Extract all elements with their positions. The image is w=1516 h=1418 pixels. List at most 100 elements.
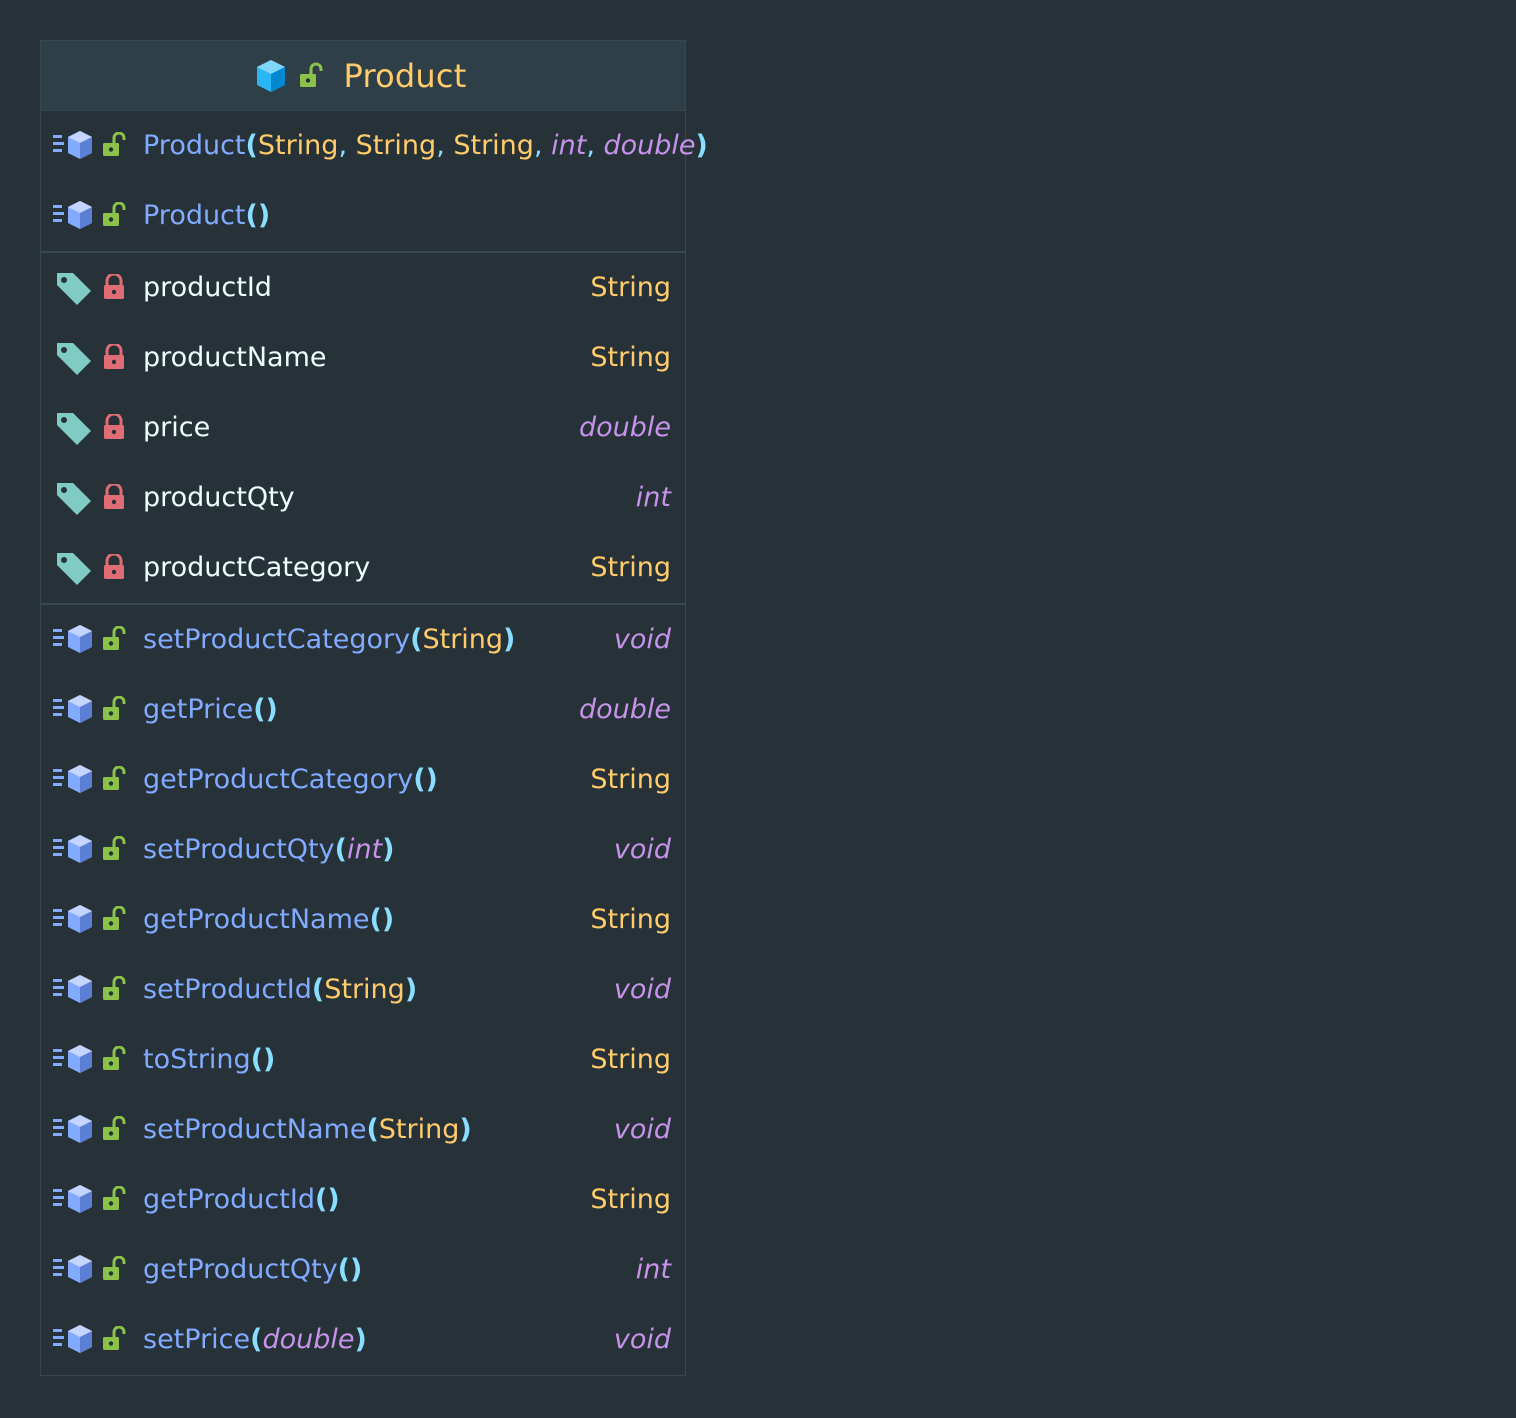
close-paren: ) [263, 1044, 276, 1075]
close-paren: ) [257, 200, 271, 231]
open-paren: ( [369, 904, 382, 935]
method-row[interactable]: getProductQty()int [41, 1235, 685, 1305]
method-row[interactable]: setPrice(double) void [41, 1305, 685, 1375]
method-icon [53, 1045, 92, 1073]
member-name: toString [143, 1044, 251, 1075]
param-separator: , [338, 130, 356, 161]
method-signature: setProductId(String) [143, 955, 417, 1025]
method-signature: getProductCategory() [143, 745, 438, 815]
method-row[interactable]: setProductId(String) void [41, 955, 685, 1025]
param-type: String [257, 130, 339, 161]
open-paren: ( [311, 974, 325, 1005]
method-row[interactable]: getProductName() String [41, 885, 685, 955]
method-row[interactable]: getProductCategory() String [41, 745, 685, 815]
open-paren: ( [245, 130, 258, 161]
method-return-type: int [635, 1254, 671, 1285]
public-lock-icon [103, 1186, 126, 1210]
close-paren: ) [459, 1114, 472, 1145]
method-icon [53, 1255, 92, 1283]
method-icon [53, 1185, 92, 1213]
param-type: String [453, 130, 534, 161]
param-type: int [551, 130, 587, 161]
field-tag-icon [57, 343, 91, 375]
method-return-type: String [590, 904, 671, 935]
public-lock-icon [103, 1256, 126, 1280]
field-name: productName [143, 342, 327, 373]
close-paren: ) [425, 764, 438, 795]
field-row[interactable]: price double [41, 393, 685, 463]
public-lock-icon [299, 62, 323, 87]
method-return-type: String [590, 1044, 671, 1075]
public-lock-icon [103, 836, 126, 860]
method-return-type: void [613, 974, 671, 1005]
constructor-signature: Product() [143, 181, 270, 251]
method-signature: getProductName() [143, 885, 394, 955]
class-cube-icon [256, 59, 285, 92]
method-icon [53, 625, 92, 653]
public-lock-icon [103, 906, 126, 930]
public-lock-icon [103, 696, 126, 720]
constructor-row[interactable]: Product(String, String, String, int, dou… [41, 111, 708, 181]
method-row[interactable]: toString() String [41, 1025, 685, 1095]
close-paren: ) [327, 1184, 340, 1215]
method-row[interactable]: getPrice()double [41, 675, 685, 745]
member-name: setProductQty [143, 834, 335, 865]
method-return-type: void [613, 834, 671, 865]
param-type: double [603, 130, 696, 161]
method-return-type: String [590, 1184, 671, 1215]
member-name: setProductCategory [143, 624, 411, 655]
public-lock-icon [103, 766, 126, 790]
field-tag-icon [57, 413, 91, 445]
method-row[interactable]: setProductQty(int) void [41, 815, 685, 885]
public-lock-icon [103, 626, 126, 650]
member-name: setProductName [143, 1114, 367, 1145]
method-signature: setProductQty(int) [143, 815, 395, 885]
uml-class-box[interactable]: Product Product(String, String, String, … [40, 40, 708, 1376]
field-row[interactable]: productName String [41, 323, 685, 393]
public-lock-icon [103, 202, 126, 226]
member-name: getProductCategory [143, 764, 414, 795]
method-return-type: void [613, 624, 671, 655]
member-name: getProductName [143, 904, 370, 935]
method-signature: setProductCategory(String) [143, 605, 515, 675]
open-paren: ( [253, 694, 266, 725]
method-row[interactable]: setProductName(String)void [41, 1095, 685, 1165]
method-return-type: String [590, 764, 671, 795]
class-header[interactable]: Product [41, 41, 685, 111]
field-name: price [143, 412, 211, 443]
method-icon [53, 695, 92, 723]
param-type: String [378, 1114, 460, 1145]
method-signature: toString() [143, 1025, 275, 1095]
method-row[interactable]: setProductCategory(String) void [41, 605, 685, 675]
public-lock-icon [103, 132, 126, 156]
member-name: setPrice [143, 1324, 251, 1355]
param-type: double [262, 1324, 355, 1355]
class-name: Product [343, 56, 467, 95]
param-type: int [346, 834, 383, 865]
public-lock-icon [103, 1046, 126, 1070]
method-return-type: void [613, 1324, 671, 1355]
field-type: double [578, 412, 671, 443]
open-paren: ( [366, 1114, 379, 1145]
close-paren: ) [381, 904, 395, 935]
private-lock-icon [104, 484, 124, 509]
constructor-row[interactable]: Product() [41, 181, 685, 251]
member-name: getPrice [143, 694, 254, 725]
open-paren: ( [314, 1184, 328, 1215]
method-signature: setProductName(String) [143, 1095, 472, 1165]
method-signature: setPrice(double) [143, 1305, 367, 1375]
method-icon [53, 765, 92, 793]
open-paren: ( [337, 1254, 351, 1285]
open-paren: ( [413, 764, 426, 795]
param-type: String [355, 130, 437, 161]
field-type: String [590, 342, 671, 373]
param-separator: , [586, 130, 604, 161]
public-lock-icon [103, 1326, 126, 1350]
open-paren: ( [250, 1044, 264, 1075]
method-row[interactable]: getProductId()String [41, 1165, 685, 1235]
close-paren: ) [265, 694, 278, 725]
